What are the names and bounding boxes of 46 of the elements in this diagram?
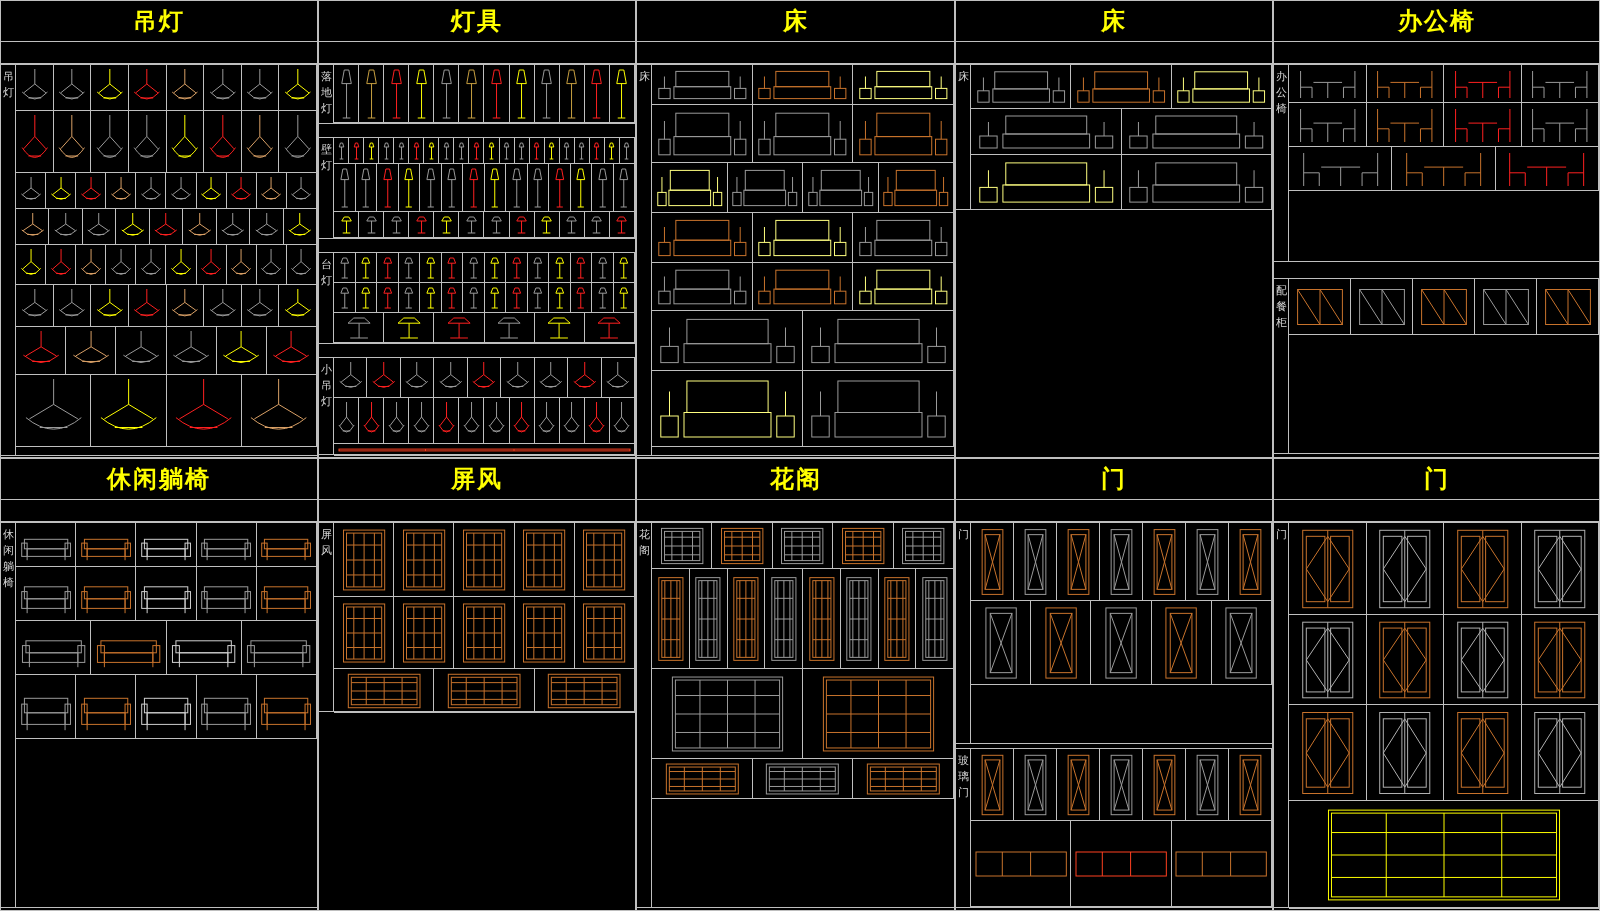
panel-heading: 休闲躺椅 xyxy=(107,464,211,495)
catalog-section xyxy=(319,252,635,344)
catalog-section xyxy=(1274,278,1599,454)
catalog-section xyxy=(1274,64,1599,262)
catalog-panel xyxy=(0,458,318,911)
catalog-panel xyxy=(636,458,955,911)
section-label: 玻璃门 xyxy=(957,753,969,801)
catalog-panel xyxy=(955,0,1273,458)
catalog-section xyxy=(956,522,1272,744)
section-label: 配餐柜 xyxy=(1275,283,1287,331)
catalog-panel xyxy=(1273,0,1600,458)
panel-heading: 吊灯 xyxy=(133,6,185,37)
section-label: 吊灯 xyxy=(2,69,14,101)
catalog-section xyxy=(956,748,1272,908)
section-label: 休闲躺椅 xyxy=(2,527,14,591)
section-label: 门 xyxy=(1275,527,1287,543)
catalog-section xyxy=(1,522,317,908)
section-label: 门 xyxy=(957,527,969,543)
catalog-panel xyxy=(318,458,636,911)
catalog-panel xyxy=(318,0,636,458)
panel-heading: 灯具 xyxy=(451,6,503,37)
panel-heading: 门 xyxy=(1423,464,1450,495)
catalog-section xyxy=(319,137,635,239)
section-label: 屏风 xyxy=(320,527,332,559)
panel-heading: 床 xyxy=(1101,6,1127,37)
panel-heading: 屏风 xyxy=(451,464,503,495)
panel-heading: 门 xyxy=(1101,464,1127,495)
catalog-section xyxy=(319,64,635,124)
section-label: 办公椅 xyxy=(1275,69,1287,117)
section-label: 壁灯 xyxy=(320,142,332,174)
catalog-panel xyxy=(955,458,1273,911)
section-label: 落地灯 xyxy=(320,69,332,117)
catalog-section xyxy=(319,522,635,712)
panel-heading: 办公椅 xyxy=(1397,6,1476,37)
section-label: 花阁 xyxy=(638,527,650,559)
section-label: 床 xyxy=(638,69,650,85)
section-label: 小吊灯 xyxy=(320,362,332,410)
catalog-section xyxy=(637,522,954,908)
section-label: 床 xyxy=(957,69,969,85)
panel-heading: 床 xyxy=(782,6,809,37)
catalog-section xyxy=(319,357,635,455)
section-label: 台灯 xyxy=(320,257,332,289)
catalog-section xyxy=(956,64,1272,210)
panel-heading: 花阁 xyxy=(769,464,822,495)
catalog-section xyxy=(1274,522,1599,908)
catalog-panel xyxy=(1273,458,1600,911)
